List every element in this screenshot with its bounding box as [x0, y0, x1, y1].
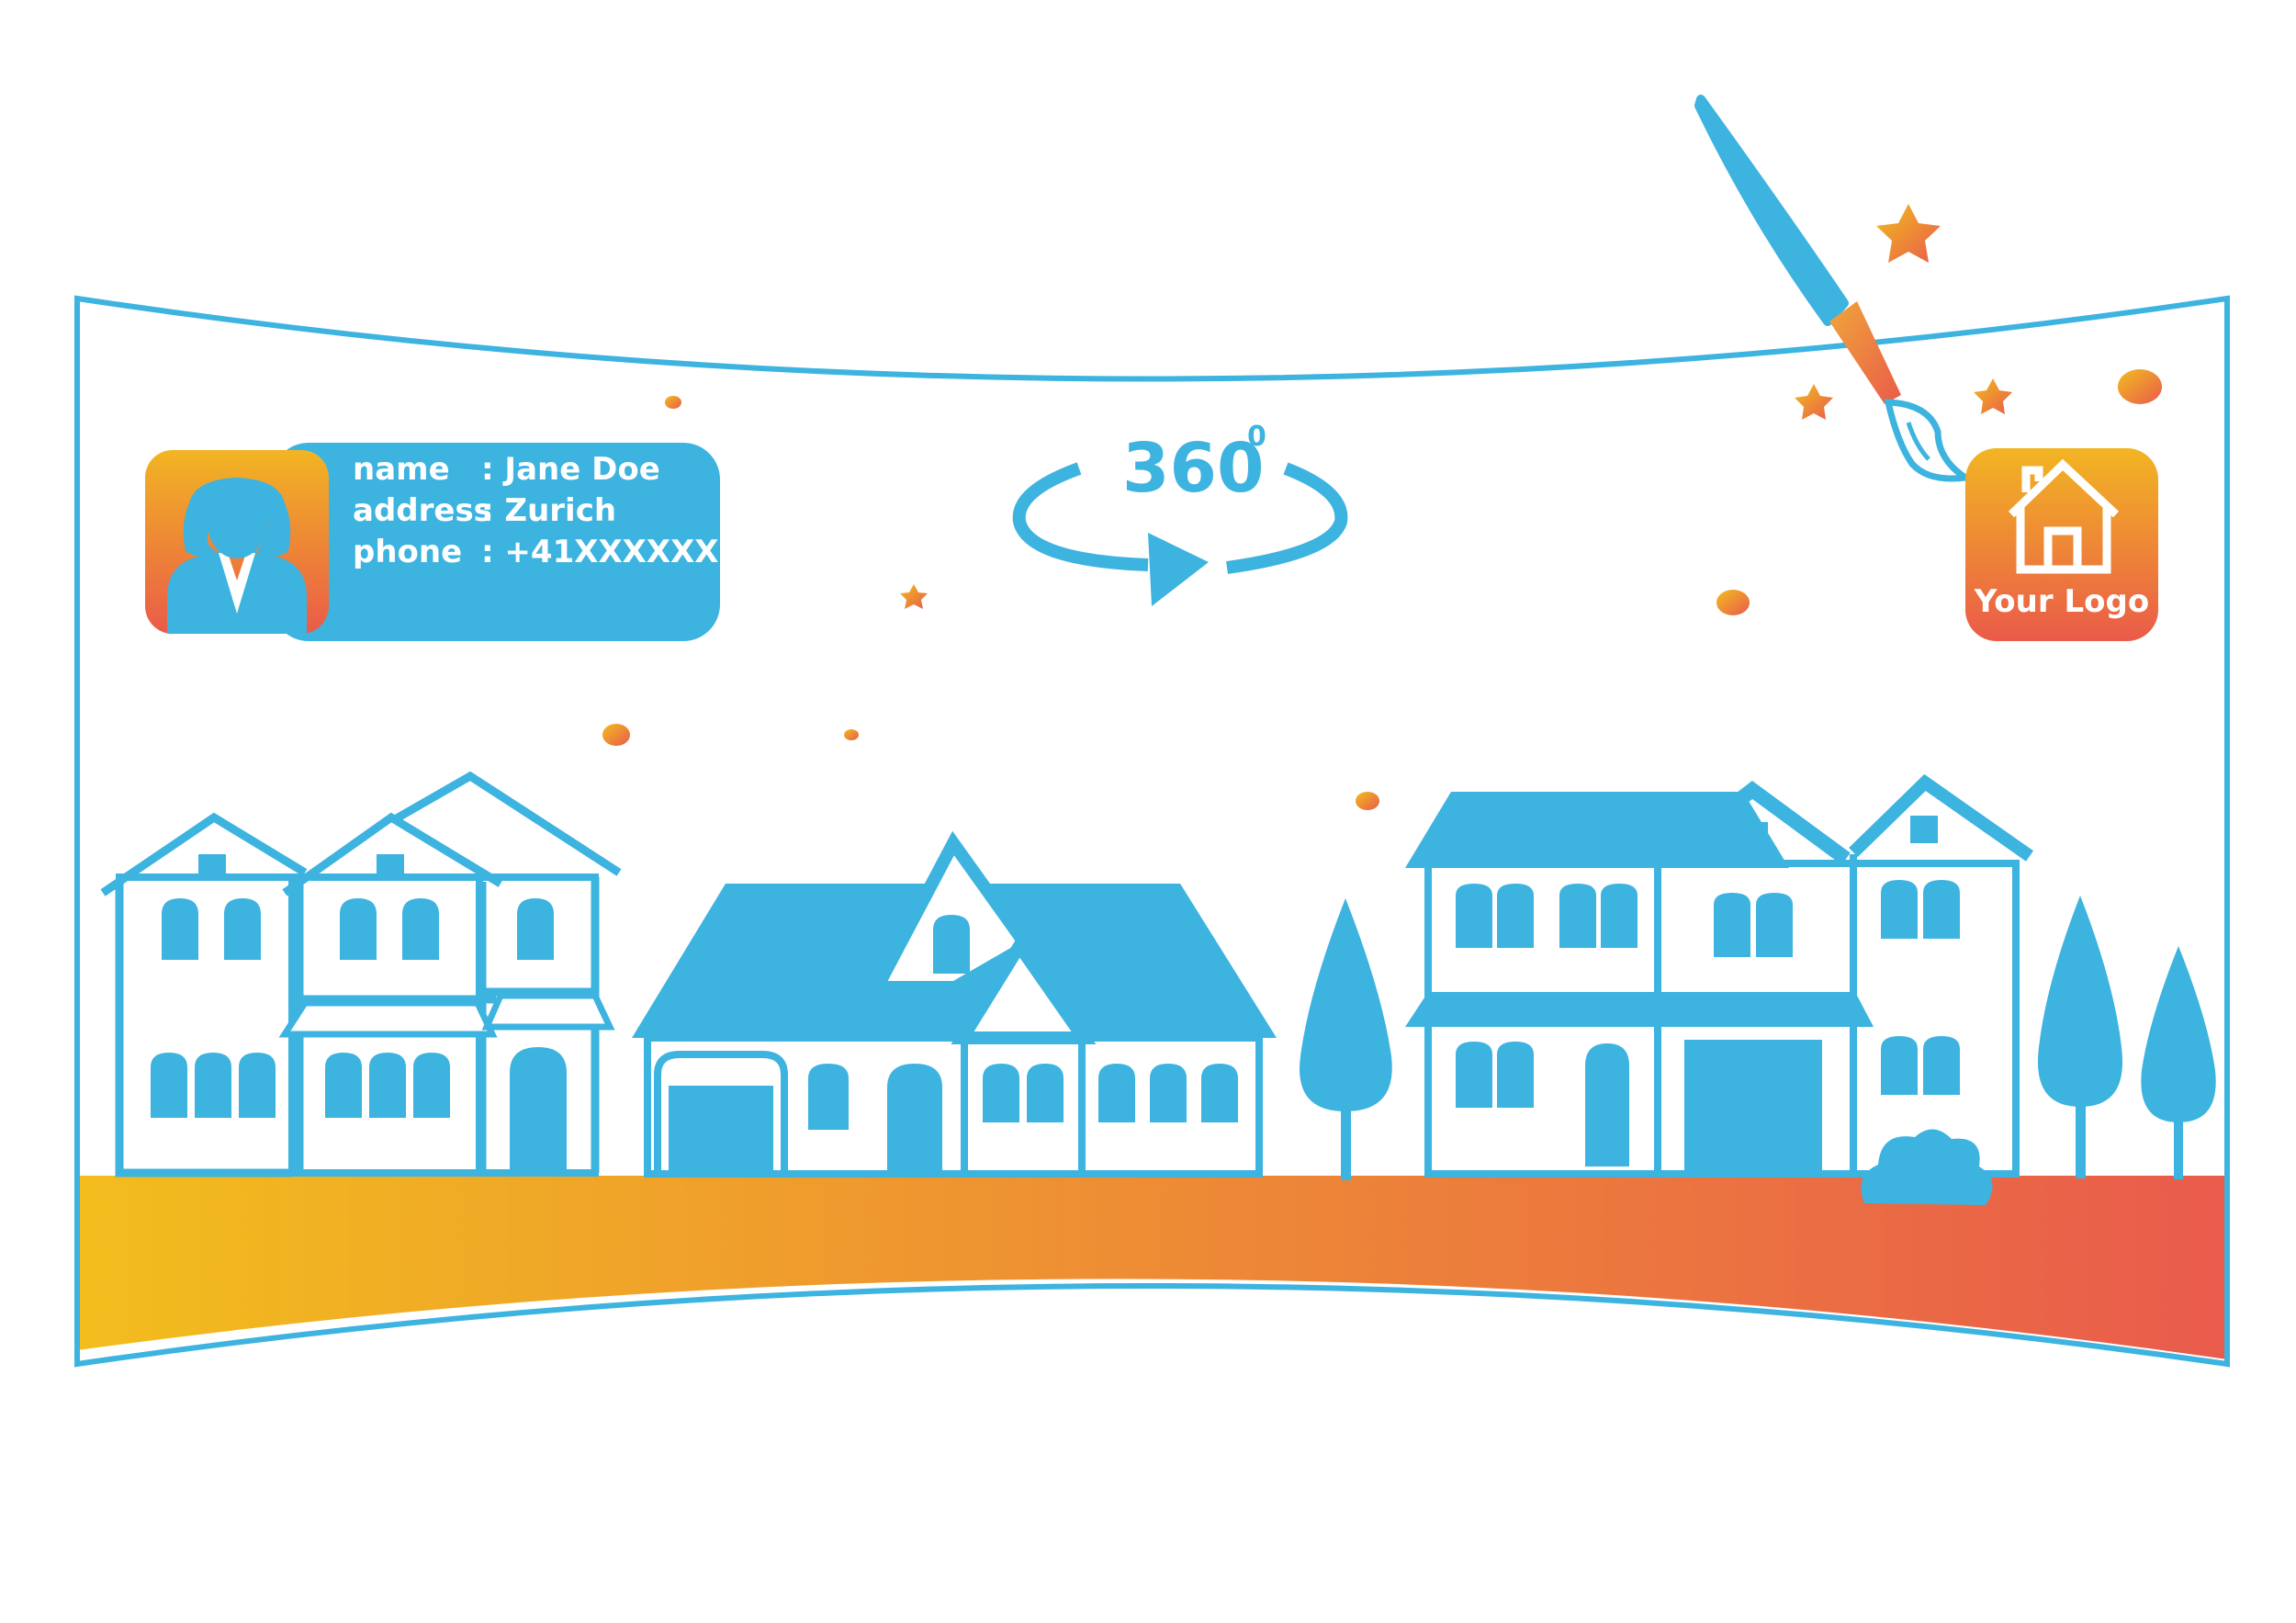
panorama-frame [74, 295, 2230, 1368]
house-middle [632, 830, 1277, 1178]
contact-label-phone: phone [353, 534, 462, 570]
rotation-badge: 360 0 [1012, 421, 1348, 606]
house-right [1405, 773, 2034, 1205]
contact-card: name : Jane Doe address : Zurich phone :… [145, 443, 720, 641]
rotation-number: 360 [1122, 429, 1264, 508]
contact-label-address: address [353, 492, 492, 529]
logo-tile: Your Logo [1965, 448, 2158, 641]
contact-value-name: : Jane Doe [481, 451, 660, 488]
paint-brush-icon [1694, 95, 1975, 482]
contact-label-name: name [353, 451, 450, 488]
rotation-arrow-icon [1012, 462, 1348, 574]
decorative-dots [602, 369, 2162, 810]
home-logo-icon [2008, 458, 2120, 574]
trees [1300, 896, 2216, 1180]
avatar-icon [167, 478, 307, 634]
star-icon [900, 204, 2012, 609]
rotation-degree: 0 [1247, 421, 1266, 453]
house-left [100, 771, 622, 1178]
logo-text: Your Logo [1974, 583, 2149, 620]
contact-value-address: : Zurich [481, 492, 616, 529]
contact-value-phone: : +41XXXXXX [481, 534, 719, 570]
